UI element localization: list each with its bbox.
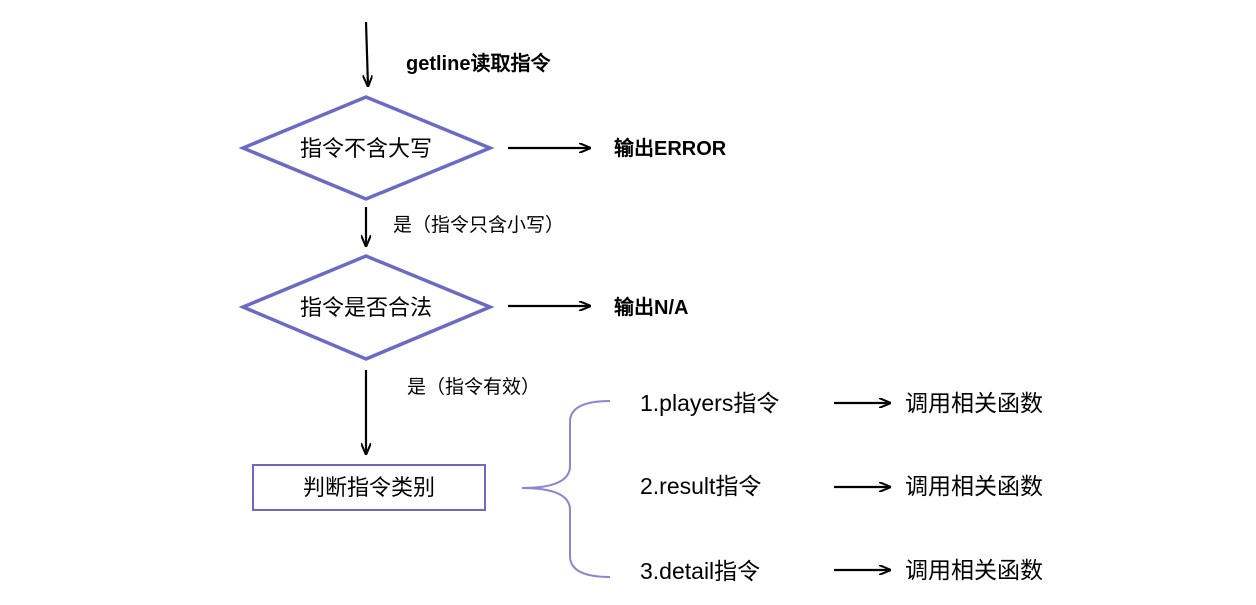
entry-arrow	[366, 21, 368, 86]
command-detail-action: 调用相关函数	[905, 558, 1043, 584]
error-output-label: 输出ERROR	[614, 136, 727, 160]
decision-valid-label: 指令是否合法	[300, 296, 432, 321]
command-players-action: 调用相关函数	[905, 391, 1043, 417]
input-label: getline读取指令	[406, 51, 551, 75]
classify-box	[252, 464, 486, 511]
input-label-text: getline读取指令	[406, 51, 551, 75]
classify-label: 判断指令类别	[303, 476, 435, 501]
command-players-label: 1.players指令	[640, 390, 779, 416]
yes-edge-label-2: 是（指令有效）	[407, 376, 540, 398]
decision-uppercase-diamond	[238, 95, 495, 201]
command-result-action: 调用相关函数	[905, 474, 1043, 500]
command-result-label: 2.result指令	[640, 473, 761, 499]
na-output-label: 输出N/A	[614, 295, 688, 319]
command-detail-label: 3.detail指令	[640, 558, 760, 584]
decision-uppercase-label: 指令不含大写	[300, 137, 432, 162]
decision-valid-diamond	[238, 254, 495, 361]
yes-edge-label-1: 是（指令只含小写）	[393, 214, 564, 236]
branch-brace	[521, 400, 611, 578]
